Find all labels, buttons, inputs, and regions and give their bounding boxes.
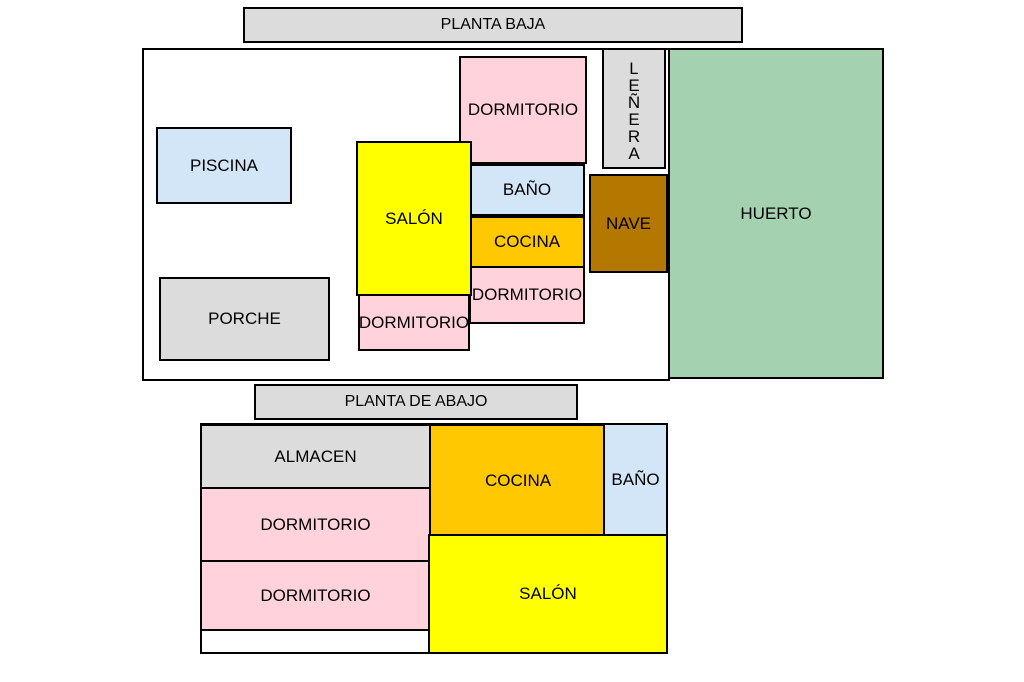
room-cocina-baja: COCINA [469,216,585,268]
room-dormitorio-top: DORMITORIO [459,56,587,164]
room-dormitorio-abajo-1: DORMITORIO [200,487,431,562]
room-bano-baja: BAÑO [469,164,585,216]
room-almacen: ALMACEN [200,424,431,489]
lenera-letter: E [628,75,640,95]
room-salon-baja: SALÓN [356,141,472,296]
planta-abajo-title: PLANTA DE ABAJO [254,384,578,420]
room-bano-abajo: BAÑO [603,423,668,536]
planta-baja-title: PLANTA BAJA [243,7,743,43]
lenera-letter: E [628,109,640,129]
room-dormitorio-bottom: DORMITORIO [358,294,470,351]
room-piscina: PISCINA [156,127,292,204]
room-cocina-abajo: COCINA [429,424,607,538]
room-dormitorio-right: DORMITORIO [469,266,585,324]
lenera-letter: A [628,143,640,163]
lenera-letter: R [627,126,641,146]
room-dormitorio-abajo-2: DORMITORIO [200,560,431,631]
lenera-letter: L [629,58,639,78]
lenera-letter: Ñ [627,92,641,112]
room-nave: NAVE [589,174,668,273]
room-huerto: HUERTO [668,48,884,379]
room-salon-abajo: SALÓN [428,534,668,654]
room-porche: PORCHE [159,277,330,361]
